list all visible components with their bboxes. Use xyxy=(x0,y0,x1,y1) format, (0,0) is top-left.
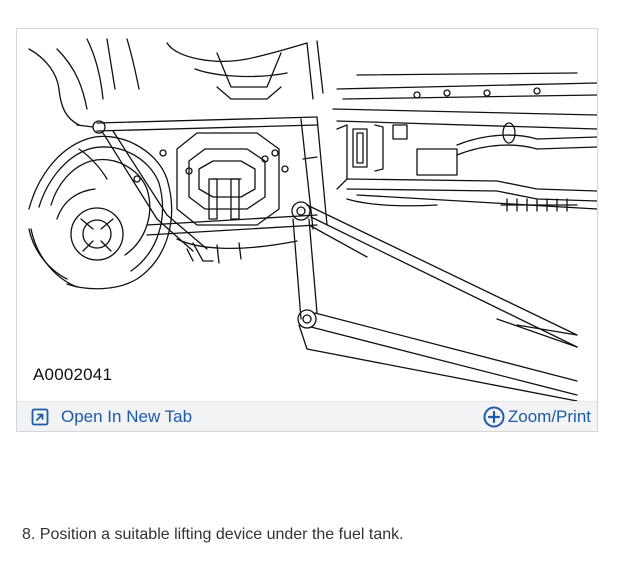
figure-card: A0002041 Open In New Tab xyxy=(16,28,598,432)
vehicle-underbody-illustration[interactable]: A0002041 xyxy=(17,29,597,401)
open-new-tab-icon xyxy=(31,408,49,426)
open-in-new-tab-link[interactable]: Open In New Tab xyxy=(31,406,192,428)
step-instruction: 8. Position a suitable lifting device un… xyxy=(22,526,404,543)
open-in-new-tab-label: Open In New Tab xyxy=(61,407,193,426)
zoom-plus-circle-icon xyxy=(483,406,505,428)
figure-toolbar: Open In New Tab Zoom/Print xyxy=(17,401,597,431)
zoom-print-label: Zoom/Print xyxy=(507,407,591,426)
zoom-print-link[interactable]: Zoom/Print xyxy=(483,405,591,429)
figure-id-label: A0002041 xyxy=(33,365,113,384)
